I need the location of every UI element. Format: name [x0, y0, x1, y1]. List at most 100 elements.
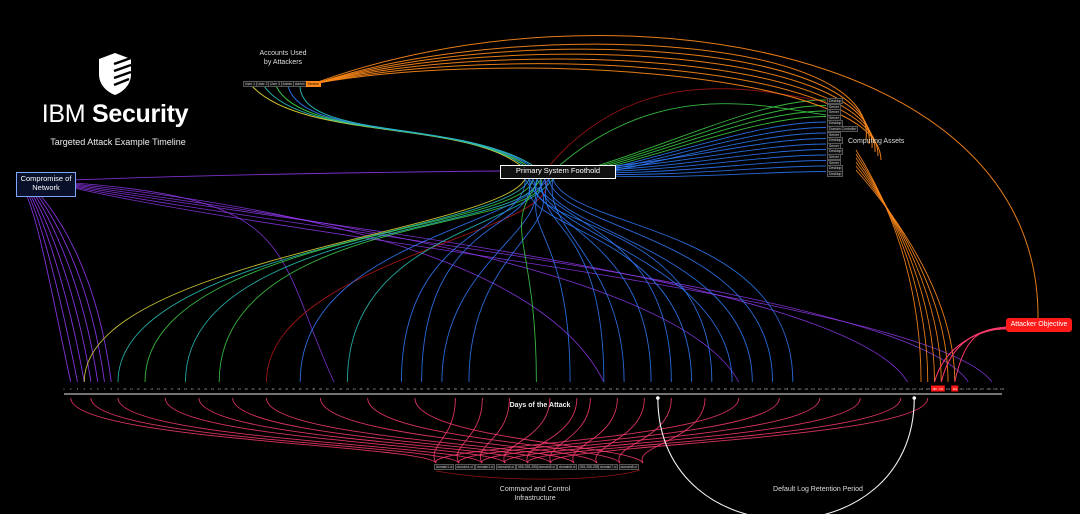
day-tick-label: 19	[184, 387, 187, 391]
day-tick-label: 43	[346, 387, 349, 391]
day-tick-label: 47	[373, 387, 376, 391]
link	[954, 327, 1007, 383]
link	[934, 328, 1007, 383]
day-tick-label: 86	[636, 387, 639, 391]
link	[548, 178, 774, 383]
link	[265, 178, 547, 383]
link	[954, 326, 1007, 383]
day-tick-label: 30	[258, 387, 261, 391]
day-tick-label: 101	[737, 387, 742, 391]
link	[456, 397, 483, 464]
link	[589, 160, 827, 174]
day-tick-label: 125	[899, 387, 904, 391]
link	[540, 178, 733, 383]
day-tick-label: 45	[359, 387, 362, 391]
day-tick-label: 109	[791, 387, 796, 391]
tag-label: domain8.cl	[618, 464, 639, 471]
day-tick-label: 4	[84, 387, 86, 391]
day-tick-label: 7	[104, 387, 106, 391]
day-tick-label: 5	[90, 387, 92, 391]
day-tick-label: 8	[111, 387, 113, 391]
day-tick-label: 65	[494, 387, 497, 391]
day-tick-label: 49	[386, 387, 389, 391]
day-tick-label: 18	[177, 387, 180, 391]
day-tick-label: 116	[838, 387, 843, 391]
highlight-day	[937, 385, 945, 392]
link	[275, 85, 527, 166]
link	[414, 397, 644, 464]
link	[117, 178, 530, 383]
day-tick-label: 111	[804, 387, 808, 391]
day-tick-label: 37	[305, 387, 308, 391]
day-tick-label: 121	[872, 387, 877, 391]
link	[90, 397, 460, 464]
link	[287, 85, 530, 166]
link	[458, 397, 780, 464]
link	[232, 397, 552, 464]
day-tick-label: 68	[515, 387, 518, 391]
day-tick-label: 127	[912, 387, 917, 391]
day-tick-label: 67	[508, 387, 511, 391]
tag-label: Desktop	[827, 170, 844, 178]
day-tick-label: 44	[353, 387, 356, 391]
day-tick-label: 83	[616, 387, 619, 391]
link	[481, 397, 821, 464]
day-tick-label: 63	[481, 387, 484, 391]
day-tick-label: 136	[973, 387, 978, 391]
link	[549, 88, 827, 166]
day-tick-label: 123	[885, 387, 890, 391]
foothold-node: Primary System Foothold	[500, 165, 616, 179]
link	[535, 178, 571, 383]
link	[549, 397, 591, 464]
link	[185, 178, 538, 383]
retention-end-dot	[912, 396, 917, 400]
day-tick-label: 90	[663, 387, 666, 391]
link	[524, 178, 652, 383]
link	[572, 397, 618, 464]
link	[317, 53, 873, 149]
connection-links	[17, 35, 1039, 514]
day-tick-label: 84	[623, 387, 626, 391]
days-axis-label: Days of the Attack	[509, 402, 571, 409]
day-tick-label: 94	[690, 387, 693, 391]
day-tick-label: 78	[582, 387, 585, 391]
link	[421, 178, 531, 383]
day-tick-label: 131	[939, 387, 944, 391]
day-tick-label: 113	[818, 387, 823, 391]
day-tick-label: 1	[63, 387, 65, 391]
day-tick-label: 66	[501, 387, 504, 391]
day-tick-label: 134	[959, 387, 964, 391]
day-tick-label: 29	[252, 387, 255, 391]
link	[589, 99, 827, 169]
link	[521, 178, 542, 383]
day-tick-label: 26	[231, 387, 234, 391]
link	[589, 149, 827, 171]
day-tick-label: 93	[683, 387, 686, 391]
day-tick-label: 118	[851, 387, 856, 391]
day-tick-label: 96	[704, 387, 707, 391]
link	[70, 397, 437, 464]
link	[589, 171, 827, 178]
link	[657, 397, 915, 514]
link	[504, 397, 861, 464]
link	[73, 182, 335, 383]
day-tick-label: 14	[150, 387, 153, 391]
day-tick-label: 20	[191, 387, 194, 391]
day-tick-label: 17	[171, 387, 174, 391]
link	[589, 110, 827, 171]
day-tick-label: 114	[824, 387, 829, 391]
day-tick-label: 38	[312, 387, 315, 391]
link	[855, 153, 929, 383]
tag-label: domain1.cl	[454, 464, 475, 471]
link	[435, 469, 641, 480]
link	[468, 178, 544, 383]
day-tick-label: 132	[946, 387, 951, 391]
link	[73, 170, 501, 181]
day-tick-label: 46	[366, 387, 369, 391]
highlight-day	[951, 385, 959, 392]
day-tick-label: 55	[427, 387, 430, 391]
day-tick-label: 95	[697, 387, 700, 391]
link	[198, 397, 529, 464]
link	[117, 397, 483, 464]
day-tick-label: 71	[535, 387, 538, 391]
